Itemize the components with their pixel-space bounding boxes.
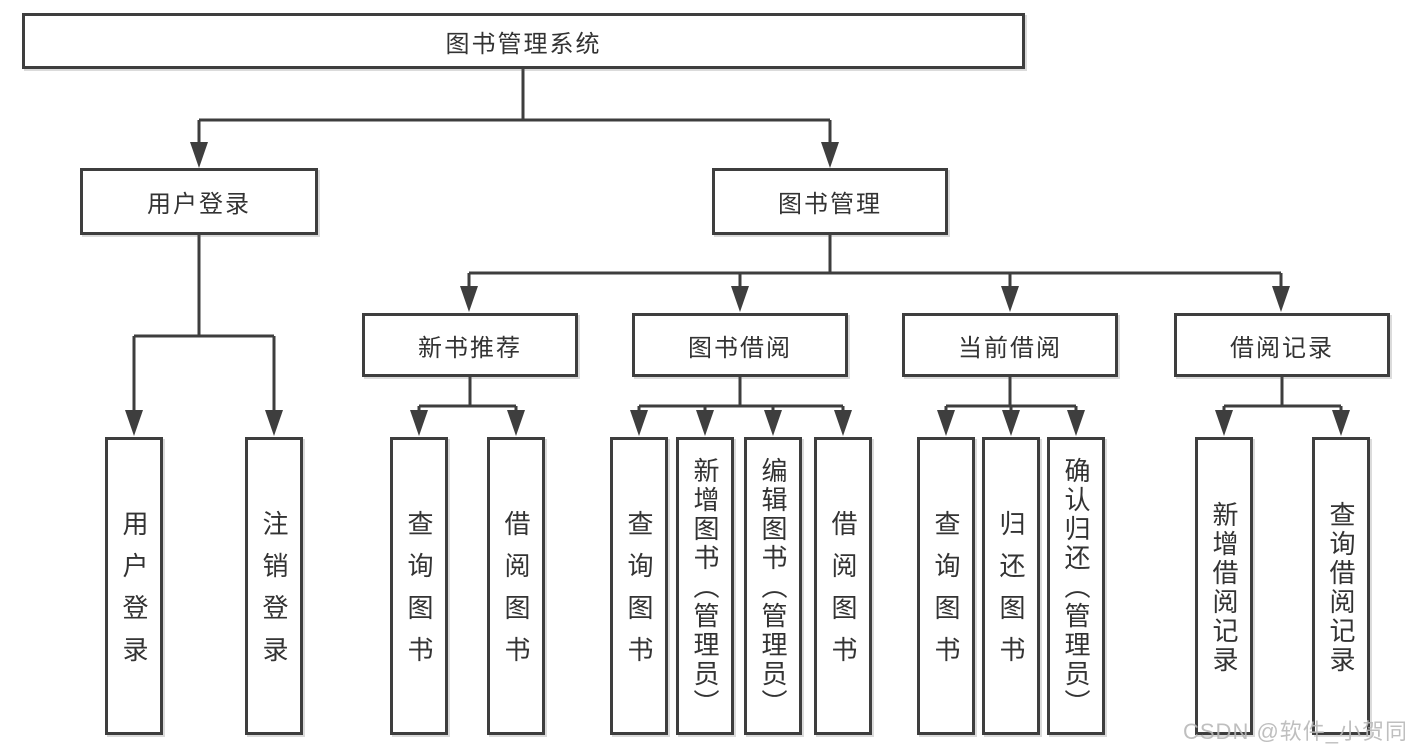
node-label: 查询借阅记录 bbox=[1326, 500, 1356, 675]
arrow-down-icon bbox=[731, 286, 749, 312]
csdn-watermark: CSDN @软件_小贺同学 bbox=[1183, 719, 1405, 744]
node-book-borrowing: 图书借阅 bbox=[632, 313, 848, 377]
arrow-down-icon bbox=[937, 410, 955, 436]
connector-records-to-leaves bbox=[1222, 377, 1343, 414]
arrow-down-icon bbox=[460, 286, 478, 312]
arrow-down-icon bbox=[1215, 410, 1233, 436]
node-label: 图书管理系统 bbox=[445, 30, 602, 58]
node-label: 当前借阅 bbox=[958, 334, 1062, 362]
node-label: 注销登录 bbox=[259, 510, 289, 678]
leaf-borrow-borrow-book: 借阅图书 bbox=[814, 437, 872, 735]
arrow-down-icon bbox=[1067, 410, 1085, 436]
arrow-down-icon bbox=[630, 410, 648, 436]
arrow-down-icon bbox=[1332, 410, 1350, 436]
leaf-recommend-query-book: 查询图书 bbox=[390, 437, 448, 735]
arrow-down-icon bbox=[125, 410, 143, 436]
leaf-records-add-record: 新增借阅记录 bbox=[1195, 437, 1253, 735]
connector-recommend-to-leaves bbox=[417, 377, 518, 414]
node-label: 用户登录 bbox=[147, 191, 251, 218]
node-label: 新书推荐 bbox=[418, 334, 522, 362]
node-label: 查询图书 bbox=[624, 510, 654, 678]
node-current-borrowing: 当前借阅 bbox=[902, 313, 1118, 377]
connector-current-to-leaves bbox=[944, 377, 1078, 414]
node-user-login: 用户登录 bbox=[80, 168, 318, 235]
node-label: 归还图书 bbox=[996, 510, 1026, 678]
leaf-recommend-borrow-book: 借阅图书 bbox=[487, 437, 545, 735]
connector-borrow-to-leaves bbox=[637, 377, 845, 414]
arrowheads bbox=[125, 142, 1350, 436]
leaf-borrow-query-book: 查询图书 bbox=[610, 437, 668, 735]
leaf-records-query-record: 查询借阅记录 bbox=[1312, 437, 1370, 735]
node-library-management-system: 图书管理系统 bbox=[22, 13, 1025, 69]
node-label: 图书借阅 bbox=[688, 334, 792, 362]
leaf-borrow-add-book-admin: 新增图书（管理员） bbox=[676, 437, 734, 735]
node-label: 编辑图书（管理员） bbox=[758, 457, 788, 718]
leaf-borrow-edit-book-admin: 编辑图书（管理员） bbox=[744, 437, 802, 735]
arrow-down-icon bbox=[410, 410, 428, 436]
node-book-management: 图书管理 bbox=[712, 168, 948, 235]
node-label: 新增借阅记录 bbox=[1209, 500, 1239, 675]
leaf-user-login: 用户登录 bbox=[105, 437, 163, 735]
node-label: 确认归还（管理员） bbox=[1061, 457, 1091, 718]
leaf-current-return-book: 归还图书 bbox=[982, 437, 1040, 735]
leaf-current-query-book: 查询图书 bbox=[917, 437, 975, 735]
arrow-down-icon bbox=[834, 410, 852, 436]
node-label: 图书管理 bbox=[778, 191, 882, 218]
arrow-down-icon bbox=[265, 410, 283, 436]
connector-bookmgmt-to-level3 bbox=[467, 235, 1283, 290]
leaf-current-confirm-return-admin: 确认归还（管理员） bbox=[1047, 437, 1105, 735]
node-label: 用户登录 bbox=[119, 510, 149, 678]
node-new-book-recommend: 新书推荐 bbox=[362, 313, 578, 377]
connector-userlogin-to-leaves bbox=[132, 235, 276, 414]
arrow-down-icon bbox=[696, 410, 714, 436]
node-label: 借阅图书 bbox=[501, 510, 531, 678]
connector-root-to-level2 bbox=[197, 68, 832, 146]
arrow-down-icon bbox=[821, 142, 839, 168]
arrow-down-icon bbox=[764, 410, 782, 436]
node-label: 查询图书 bbox=[931, 510, 961, 678]
node-label: 新增图书（管理员） bbox=[690, 457, 720, 718]
node-label: 借阅记录 bbox=[1230, 334, 1334, 362]
arrow-down-icon bbox=[1272, 286, 1290, 312]
leaf-logout: 注销登录 bbox=[245, 437, 303, 735]
node-borrowing-records: 借阅记录 bbox=[1174, 313, 1390, 377]
arrow-down-icon bbox=[1001, 286, 1019, 312]
arrow-down-icon bbox=[507, 410, 525, 436]
arrow-down-icon bbox=[190, 142, 208, 168]
node-label: 借阅图书 bbox=[828, 510, 858, 678]
arrow-down-icon bbox=[1002, 410, 1020, 436]
node-label: 查询图书 bbox=[404, 510, 434, 678]
